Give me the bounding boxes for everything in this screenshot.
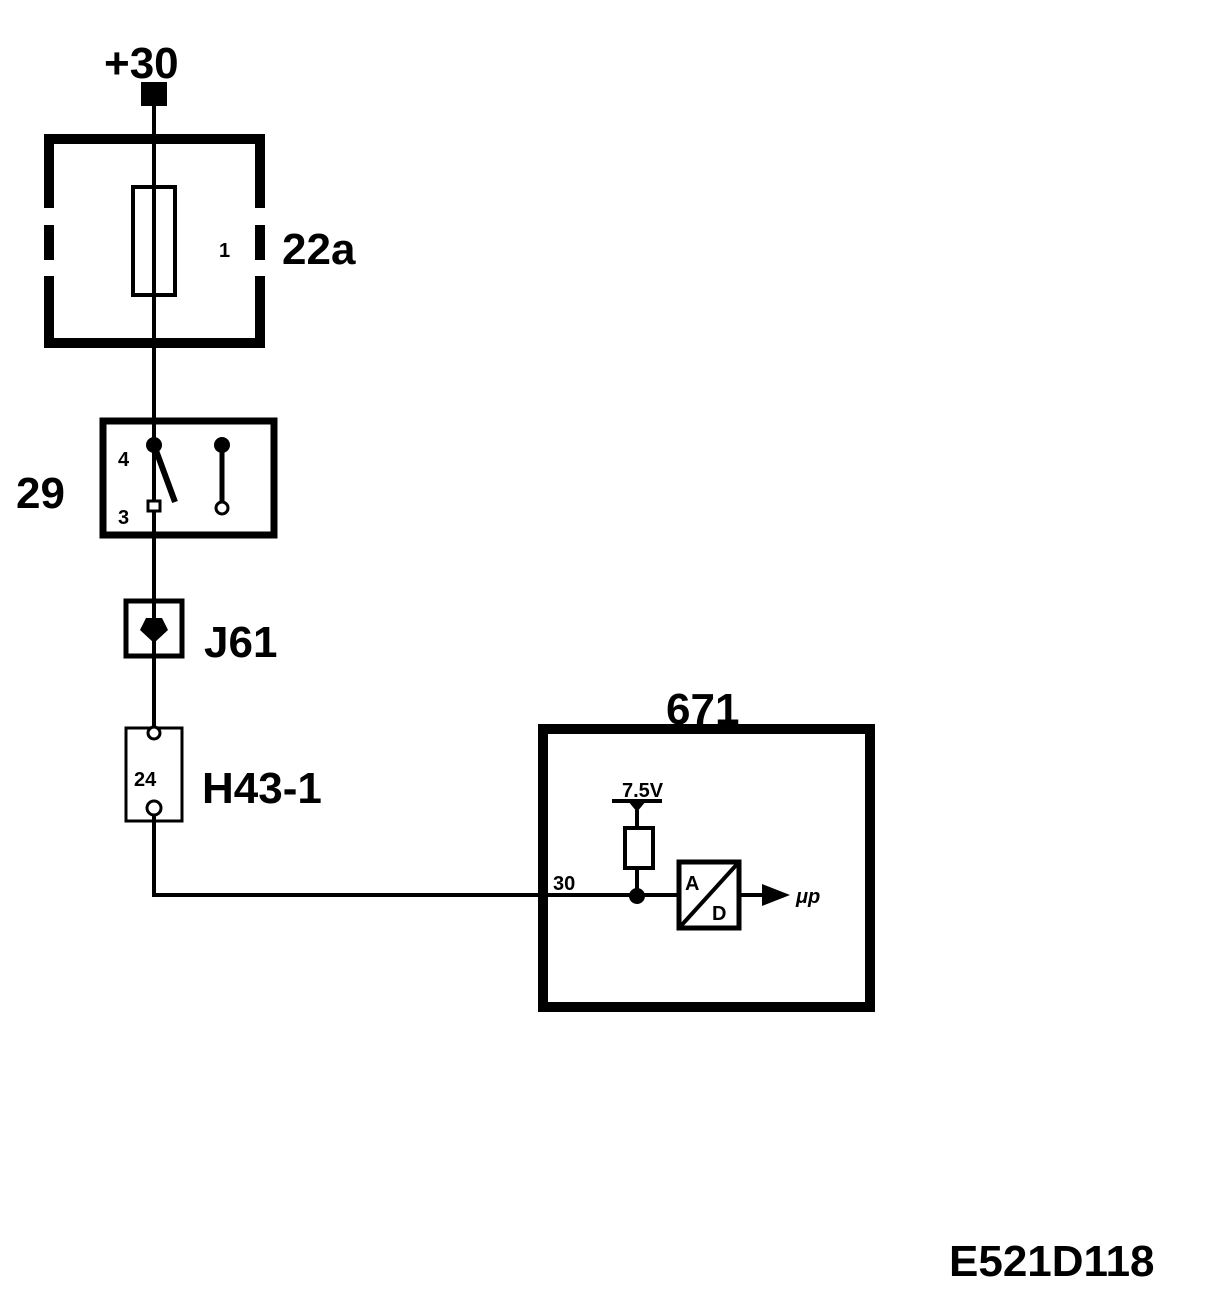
ad-converter-a: A: [685, 873, 699, 895]
connector-label: H43-1: [202, 764, 322, 813]
control-module-pin: 30: [553, 873, 575, 895]
supply-terminal: [141, 82, 167, 106]
fuse-box-label: 22a: [282, 225, 356, 274]
connector-pin-in: [146, 725, 162, 741]
relay-box: [99, 417, 278, 539]
signal-wire: [152, 815, 637, 897]
connector-pin-out: [145, 799, 163, 817]
relay-label: 29: [16, 469, 65, 518]
splice-label: J61: [204, 618, 277, 667]
ad-converter-d: D: [712, 903, 726, 925]
reference-voltage: 7.5V: [622, 780, 664, 802]
figure-code: E521D118: [949, 1237, 1155, 1286]
ad-converter-diagonal: [677, 860, 741, 930]
connector-pin: 24: [134, 769, 157, 791]
pull-up-resistor: [623, 826, 655, 870]
fuse-box: [44, 134, 265, 348]
relay-pin-top: 4: [118, 449, 130, 471]
output-label: μp: [795, 886, 820, 908]
reference-arrow: [628, 801, 646, 812]
control-module-label: 671: [666, 685, 739, 734]
fuse-symbol: [131, 185, 177, 297]
supply-label: +30: [104, 39, 179, 88]
control-module-box: [538, 724, 875, 1012]
relay-switch-arm: [151, 443, 178, 504]
output-arrow: [762, 884, 790, 906]
relay-coil-bottom: [214, 500, 230, 516]
fuse-number: 1: [219, 240, 230, 262]
splice-dot: [140, 618, 168, 643]
relay-switch-contact: [146, 499, 162, 513]
relay-pin-bottom: 3: [118, 507, 129, 529]
